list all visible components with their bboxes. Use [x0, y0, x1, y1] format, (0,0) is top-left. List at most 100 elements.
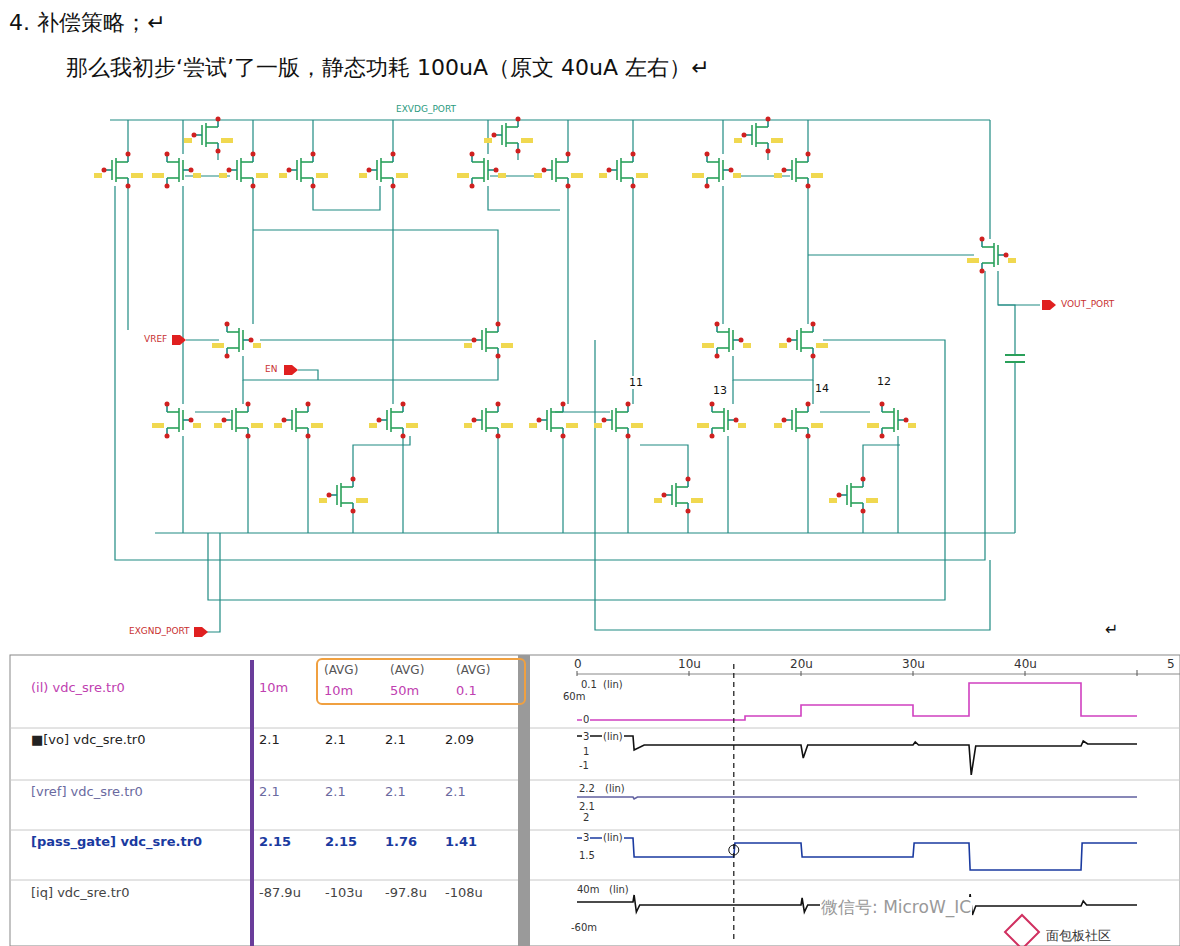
mosfet-symbol — [152, 402, 201, 439]
pin-dot — [216, 149, 221, 154]
mosfet-stroke — [116, 177, 128, 179]
mosfet-tag — [866, 498, 878, 503]
mosfet-stroke — [717, 331, 729, 333]
signal-name: (il) vdc_sre.tr0 — [30, 680, 126, 696]
mosfet-tag — [131, 173, 143, 178]
mosfet-tag — [396, 173, 408, 178]
mosfet-stroke — [486, 427, 498, 429]
axis-value: 1 — [582, 746, 590, 758]
wire — [488, 186, 560, 210]
pin-dot — [516, 117, 521, 122]
axis-value: 40m — [576, 884, 600, 896]
mosfet-stroke — [712, 427, 724, 429]
mosfet-stroke — [717, 347, 729, 349]
mosfet-symbol — [692, 152, 741, 189]
wire — [998, 305, 1015, 355]
pin-dot — [311, 184, 316, 189]
pin-dot — [806, 152, 811, 157]
mosfet-stroke — [756, 142, 768, 144]
mosfet-tag — [692, 173, 704, 178]
mosfet-symbol — [484, 117, 533, 154]
pin-dot — [126, 152, 131, 157]
port-pin — [1042, 300, 1056, 310]
wire — [1014, 362, 1015, 533]
pin-dot — [980, 237, 985, 242]
pin-dot — [739, 338, 744, 343]
port-pin — [172, 335, 186, 345]
axis-value: 60m — [562, 691, 586, 703]
pin-dot — [686, 477, 691, 482]
pin-dot — [246, 402, 251, 407]
wire — [252, 120, 253, 154]
time-tick: 0 — [573, 657, 583, 671]
mosfet-stroke — [341, 502, 353, 504]
pin-dot — [561, 402, 566, 407]
pin-dot — [192, 133, 197, 138]
callout-number: 12 — [876, 375, 892, 388]
axis-unit: (lin) — [602, 731, 624, 743]
mosfet-tag — [274, 423, 282, 428]
wire — [392, 120, 393, 154]
schematic — [94, 117, 1056, 638]
pin-dot — [225, 354, 230, 359]
pin-dot — [246, 434, 251, 439]
table-cell: 10m — [324, 683, 390, 699]
pin-group — [172, 300, 1056, 637]
axis-value: 3 — [582, 731, 590, 743]
mosfet-stroke — [551, 411, 563, 413]
pin-dot — [837, 493, 842, 498]
pin-dot — [602, 418, 607, 423]
axis-value: 2 — [582, 812, 590, 824]
pin-dot — [861, 509, 866, 514]
mosfet-stroke — [167, 411, 179, 413]
pin-dot — [327, 493, 332, 498]
pin-dot — [251, 184, 256, 189]
pin-dot — [249, 338, 254, 343]
mosfet-tag — [738, 423, 746, 428]
mosfet-tag — [631, 423, 643, 428]
mosfet-stroke — [116, 161, 128, 163]
wire — [252, 186, 253, 324]
pin-dot — [607, 168, 612, 173]
table-cell: -103u — [324, 885, 364, 901]
wire — [989, 120, 990, 239]
axis-unit: (lin) — [602, 832, 624, 844]
wire — [307, 436, 308, 533]
net-name: EXVDG_PORT — [395, 104, 457, 115]
pin-dot — [806, 184, 811, 189]
table-cell: 2.15 — [324, 834, 358, 850]
mosfet-symbol — [967, 237, 1016, 274]
mosfet-stroke — [621, 177, 633, 179]
mosfet-symbol — [734, 117, 783, 154]
axis-unit: (lin) — [608, 884, 630, 896]
mosfet-stroke — [796, 411, 808, 413]
wire — [110, 119, 990, 120]
mosfet-tag — [534, 173, 542, 178]
pin-dot — [766, 149, 771, 154]
pin-dot — [222, 418, 227, 423]
pin-dot — [631, 184, 636, 189]
mosfet-stroke — [486, 331, 498, 333]
mosfet-stroke — [301, 177, 313, 179]
heading-text: 那么我初步‘尝试’了一版，静态功耗 100uA（原文 40uA 左右）↵ — [65, 55, 710, 81]
table-cell: 50m — [390, 683, 456, 699]
wire — [155, 532, 1015, 533]
wire — [807, 120, 808, 154]
axis-value: -1 — [578, 760, 590, 772]
mosfet-tag — [811, 173, 823, 178]
mosfet-symbol — [219, 152, 268, 189]
pin-dot — [516, 149, 521, 154]
mosfet-stroke — [472, 177, 484, 179]
pin-dot — [251, 152, 256, 157]
mosfet-tag — [356, 498, 368, 503]
mosfet-stroke — [801, 347, 813, 349]
pin-dot — [806, 434, 811, 439]
mosfet-tag — [743, 343, 751, 348]
mosfet-tag — [253, 343, 261, 348]
mosfet-symbol — [274, 402, 323, 439]
wire — [127, 186, 128, 330]
mosfet-stroke — [616, 427, 628, 429]
mosfet-stroke — [227, 331, 239, 333]
wire — [567, 120, 568, 154]
highlight-box: (AVG)(AVG)(AVG)10m50m0.1 — [316, 658, 526, 705]
